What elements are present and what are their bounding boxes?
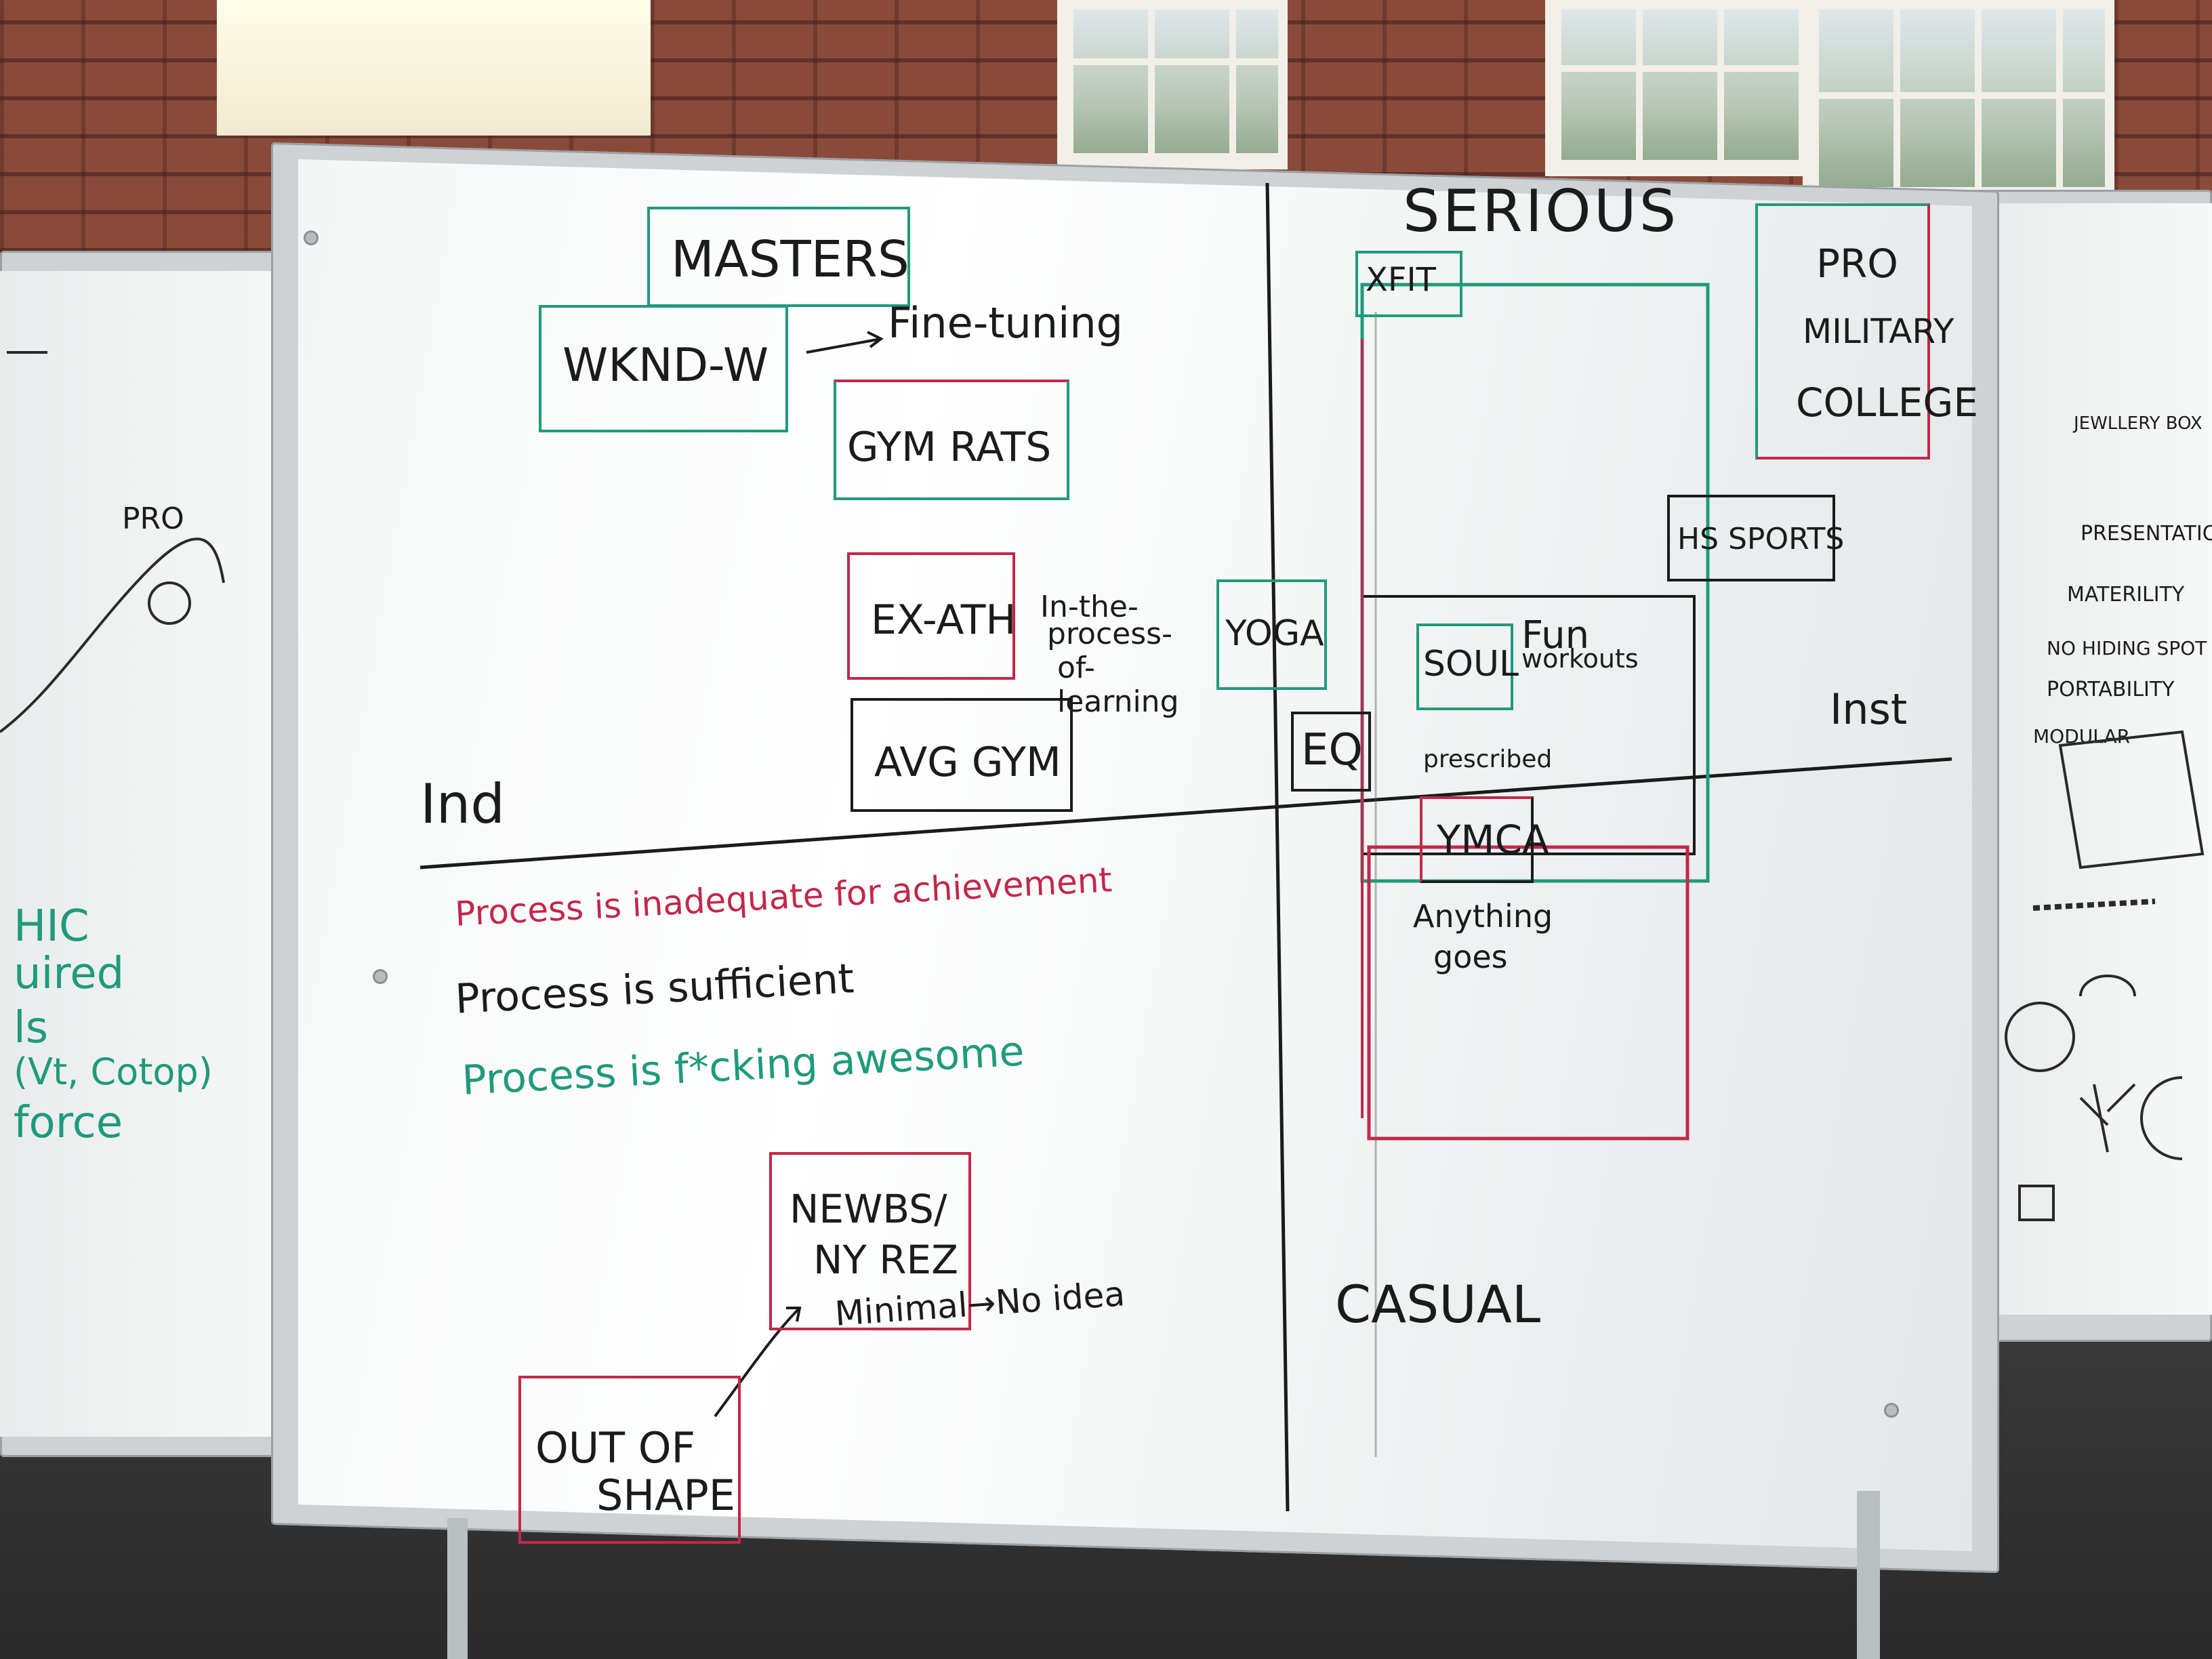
left-board-sketch — [0, 351, 225, 733]
left-whiteboard-surface: PRO HIC uired ls (Vt, Cotop) force — [0, 271, 291, 1437]
ymca-box — [1420, 796, 1534, 883]
eq-box — [1291, 712, 1371, 792]
left-board-text-4: (Vt, Cotop) — [14, 1050, 213, 1093]
newbs-ny-rez-box — [769, 1152, 971, 1330]
fine-tuning-note: Fine-tuning — [888, 298, 1123, 348]
axis-label-ind: Ind — [420, 773, 506, 836]
board-screw-top-left — [304, 230, 319, 245]
board-leg-left — [447, 1518, 468, 1659]
college-label: COLLEGE — [1796, 380, 1979, 426]
prescribed-note: prescribed — [1423, 745, 1553, 773]
out-of-shape-box — [518, 1376, 741, 1544]
left-board-text-3: ls — [14, 1003, 49, 1053]
military-label: MILITARY — [1803, 312, 1954, 351]
shape-label: SHAPE — [596, 1471, 735, 1520]
left-board-text-2: uired — [14, 949, 125, 999]
xfit-label: XFIT — [1366, 261, 1436, 299]
in-process-note-4: learning — [1057, 684, 1179, 719]
pro-military-college-box — [1755, 203, 1930, 459]
hs-sports-box — [1667, 495, 1835, 581]
yoga-box — [1216, 579, 1327, 690]
ny-rez-label: NY REZ — [813, 1237, 958, 1283]
soul-label: SOUL — [1423, 644, 1519, 684]
right-board-text-3: MATERILITY — [2067, 583, 2185, 607]
right-board-sketches — [2005, 730, 2205, 1221]
axis-label-casual: CASUAL — [1335, 1274, 1541, 1334]
fun-note: Fun — [1521, 613, 1590, 657]
axis-label-serious: SERIOUS — [1403, 178, 1679, 245]
out-of-label: OUT OF — [535, 1423, 696, 1473]
left-board-text-5: force — [14, 1098, 123, 1148]
right-board-text-2: PRESENTATION — [2081, 522, 2212, 546]
ex-ath-label: EX-ATH — [871, 596, 1017, 644]
gym-rats-label: GYM RATS — [847, 424, 1052, 471]
ceiling-light — [217, 0, 651, 136]
in-process-note-3: of- — [1057, 651, 1095, 685]
board-screw-mid-left — [373, 969, 388, 984]
right-whiteboard-surface: JEWLLERY BOX PRESENTATION MATERILITY NO … — [1979, 203, 2212, 1315]
left-board-text-1: HIC — [14, 901, 89, 951]
newbs-label: NEWBS/ — [790, 1186, 947, 1232]
workouts-note: workouts — [1521, 644, 1639, 674]
xfit-box — [1355, 251, 1462, 317]
left-board-text-pro: PRO — [122, 501, 184, 536]
masters-label: MASTERS — [671, 230, 909, 289]
right-board-text-4: NO HIDING SPOT — [2047, 637, 2207, 659]
pro-label: PRO — [1816, 241, 1898, 287]
in-process-note-2: process- — [1047, 617, 1172, 651]
axis-label-inst: Inst — [1830, 684, 1908, 734]
ex-ath-box — [847, 552, 1015, 680]
board-leg-right — [1857, 1491, 1880, 1659]
avg-gym-label: AVG GYM — [874, 739, 1061, 786]
soul-box — [1416, 623, 1513, 710]
anything-note: Anything — [1413, 898, 1553, 935]
avg-gym-box — [851, 698, 1073, 812]
ymca-label: YMCA — [1437, 817, 1549, 863]
goes-note: goes — [1433, 939, 1508, 975]
wknd-w-label: WKND-W — [562, 339, 769, 392]
gym-rats-box — [834, 380, 1069, 500]
right-board-text-5: PORTABILITY — [2047, 678, 2175, 701]
board-screw-bottom-right — [1884, 1403, 1899, 1418]
right-board-text-1: JEWLLERY BOX — [2074, 413, 2203, 434]
wknd-w-box — [539, 305, 788, 432]
eq-label: EQ — [1301, 725, 1363, 775]
yoga-label: YOGA — [1225, 613, 1324, 654]
in-process-note-1: In-the- — [1040, 590, 1139, 624]
hs-sports-label: HS SPORTS — [1677, 522, 1845, 556]
